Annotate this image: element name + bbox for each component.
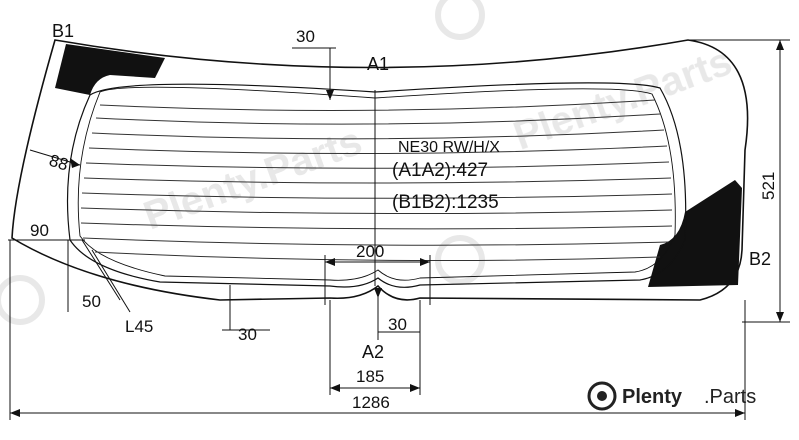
frit-top-left	[55, 44, 165, 95]
svg-text:Plenty.Parts: Plenty.Parts	[508, 39, 738, 158]
dim-height-521: 521	[759, 172, 778, 200]
brand-logo: Plenty .Parts	[587, 381, 756, 411]
info-b1b2: (B1B2):1235	[392, 192, 499, 213]
dim-top-30: 30	[296, 27, 315, 46]
dim-width-1286: 1286	[352, 393, 390, 412]
frit-bottom-right	[648, 180, 742, 287]
info-model: NE30 RW/H/X	[398, 139, 500, 156]
dim-width-185: 185	[356, 367, 384, 386]
dim-left-90: 90	[30, 221, 49, 240]
dim-left-88: 88	[47, 151, 71, 175]
brand-logo-icon	[587, 381, 617, 411]
dim-center-200: 200	[356, 242, 384, 261]
dim-left-50: 50	[82, 292, 101, 311]
dim-center-30: 30	[388, 315, 407, 334]
brand-name: Plenty	[622, 386, 683, 408]
glass-outline	[11, 39, 749, 301]
svg-text:Plenty.Parts: Plenty.Parts	[138, 119, 368, 238]
label-a2: A2	[362, 342, 384, 362]
label-b1: B1	[52, 21, 74, 41]
label-a1: A1	[367, 54, 389, 74]
label-b2: B2	[749, 249, 771, 269]
brand-ext: .Parts	[704, 386, 756, 408]
dim-bottom-30-left: 30	[238, 325, 257, 344]
dim-l45: L45	[125, 317, 153, 336]
info-a1a2: (A1A2):427	[392, 160, 488, 181]
dimension-lines	[8, 39, 790, 420]
arrowheads	[10, 40, 784, 417]
